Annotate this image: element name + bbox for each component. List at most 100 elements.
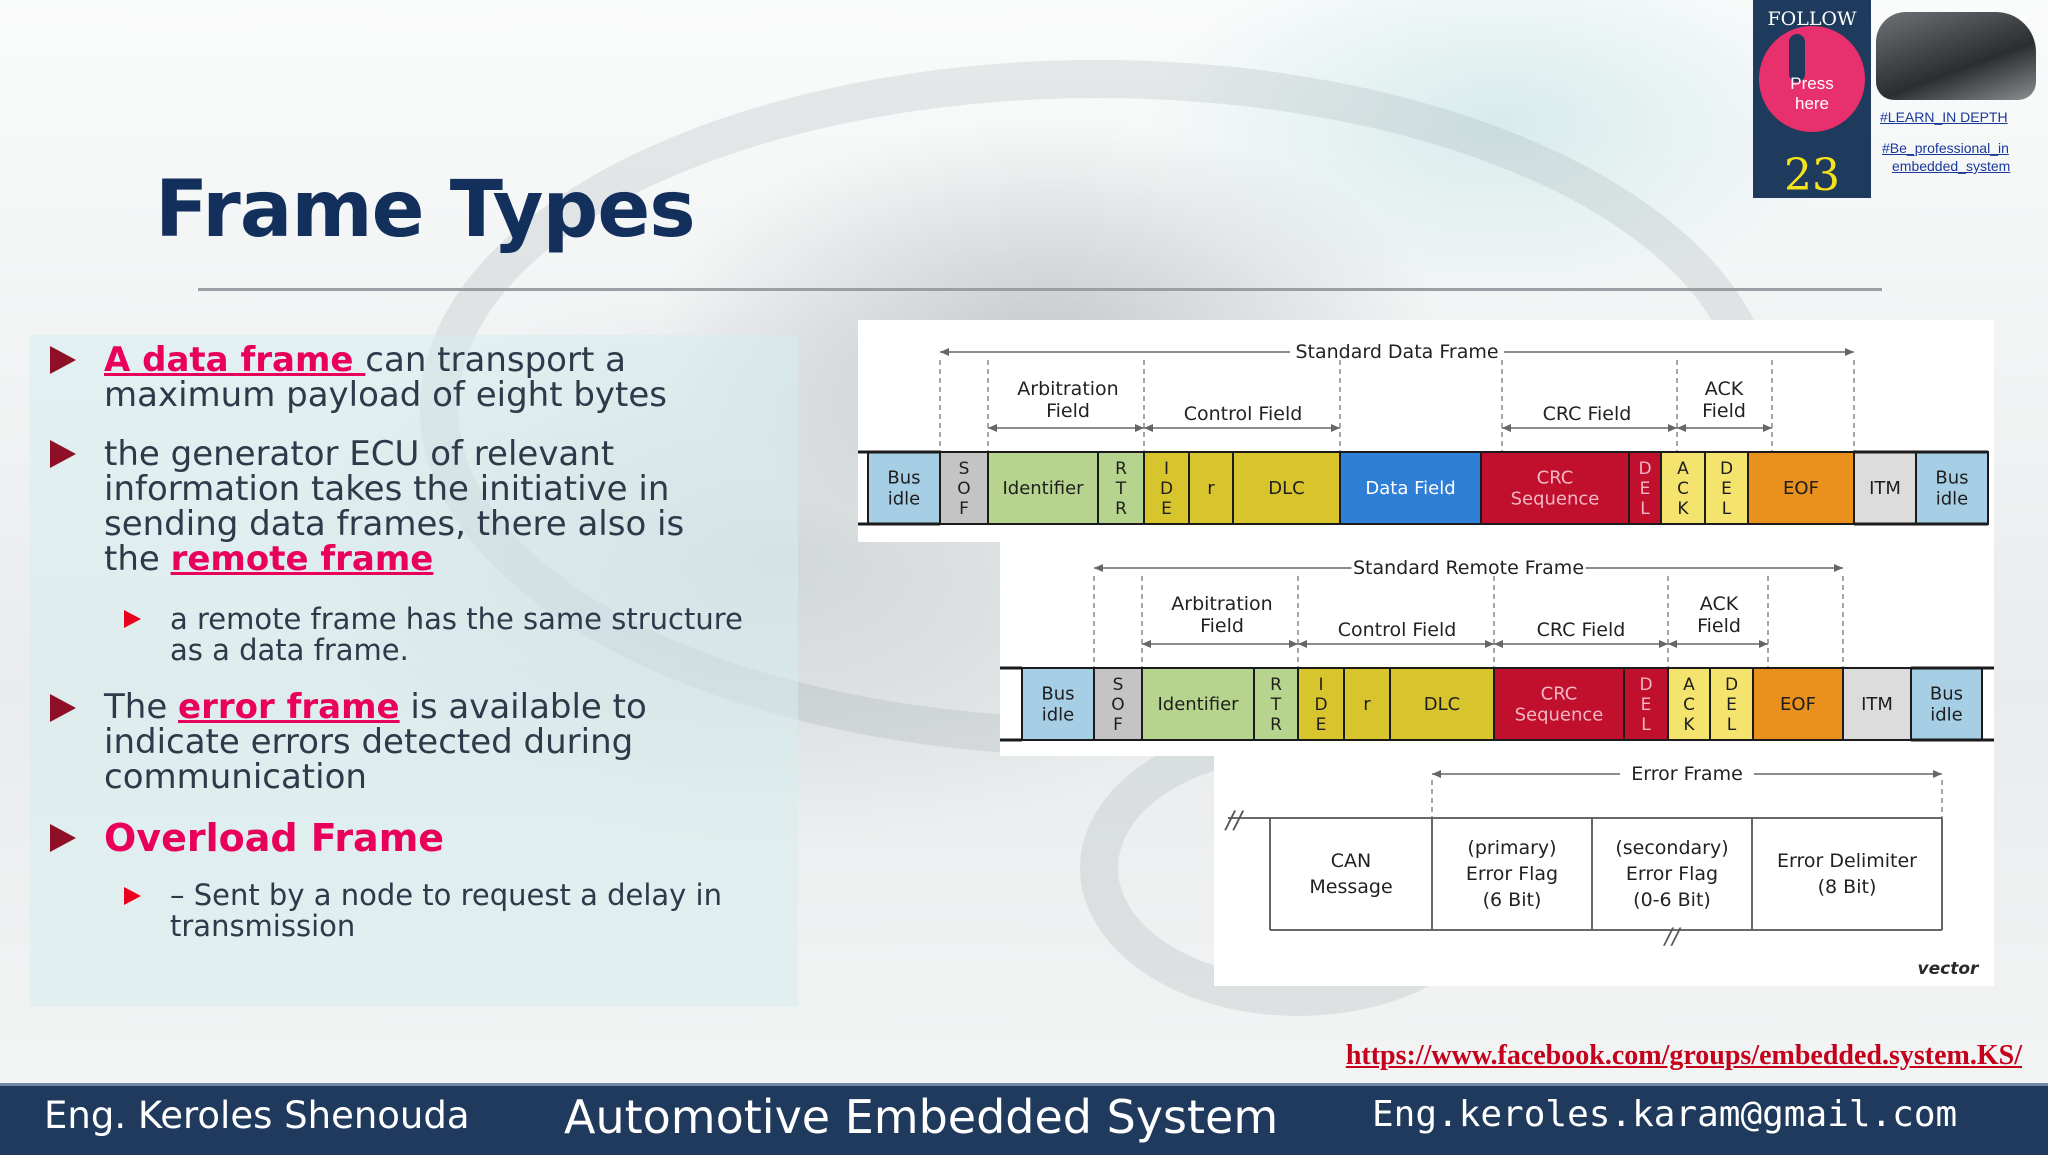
press-text: Press (1790, 74, 1834, 93)
remote-cell-4-label: I (1318, 675, 1323, 695)
data-cell-5-label: r (1207, 478, 1215, 499)
data-ack-span-arrow-right (1763, 424, 1772, 432)
data-cell-2 (987, 451, 1099, 525)
data-cell-11-label: D (1720, 459, 1733, 479)
error-cell-1-label: (primary) (1467, 837, 1556, 859)
footer-email[interactable]: Eng.keroles.karam@gmail.com (1372, 1094, 1958, 1135)
data-cell-8 (1480, 451, 1630, 525)
data-frame-span-label: Standard Data Frame (1295, 341, 1498, 363)
remote-crc-span-arrow-left (1494, 640, 1503, 648)
remote-arbitration-label-line1: Arbitration (1171, 593, 1272, 615)
data-cell-11 (1704, 451, 1749, 525)
press-here-button[interactable]: Press here (1759, 26, 1865, 132)
remote-frame-span-arrow-left (1094, 564, 1103, 572)
data-cell-4 (1143, 451, 1190, 525)
error-cell-0-label: Message (1309, 876, 1392, 898)
data-cell-9-label: L (1640, 499, 1650, 519)
remote-cell-9-label: C (1683, 695, 1695, 715)
remote-cell-0-label: idle (1042, 705, 1075, 726)
footer-bar: Eng. Keroles Shenouda Automotive Embedde… (0, 1083, 2048, 1155)
sub-bullet-arrow-icon (124, 887, 141, 905)
remote-cell-4-label: D (1314, 695, 1327, 715)
remote-control-span-arrow-left (1298, 640, 1307, 648)
sub-bullet-overload-line2: transmission (170, 909, 356, 943)
footer-author: Eng. Keroles Shenouda (44, 1094, 470, 1137)
data-cell-10-label: A (1677, 459, 1689, 479)
hashtag-learn-in-depth[interactable]: #LEARN_IN DEPTH (1880, 109, 2008, 125)
remote-cell-10-label: D (1725, 675, 1738, 695)
sub-bullet-overload-line1: – Sent by a node to request a delay in (170, 878, 722, 912)
bullet-ecu-line3: sending data frames, there also is (104, 504, 685, 544)
here-text: here (1794, 94, 1830, 113)
hashtag-embedded-system[interactable]: embedded_system (1892, 158, 2011, 174)
data-ack-label-line2: Field (1702, 400, 1746, 422)
remote-cell-10 (1709, 667, 1754, 741)
bullet-error-line2: indicate errors detected during (104, 722, 634, 762)
remote-cell-0 (1021, 667, 1095, 741)
bullet-overload-frame: Overload Frame (104, 818, 444, 858)
data-arbitration-label-line2: Field (1046, 400, 1090, 422)
remote-arbitration-label-line2: Field (1200, 615, 1244, 637)
data-crc-field-label: CRC Field (1543, 403, 1632, 425)
facebook-group-link[interactable]: https://www.facebook.com/groups/embedded… (1345, 1040, 2022, 1071)
error-cell-3-label: (8 Bit) (1818, 876, 1877, 898)
remote-cell-13-label: Bus (1930, 684, 1963, 705)
remote-arbitration-span-arrow-left (1142, 640, 1151, 648)
follow-us-badge[interactable]: FOLLOW US Press here 23 (1753, 0, 1871, 201)
data-cell-4-label: E (1161, 499, 1172, 519)
data-cell-10 (1660, 451, 1706, 525)
data-cell-7-label: Data Field (1365, 478, 1455, 499)
bullet-error-pre: The (104, 687, 179, 727)
error-frame-span-label: Error Frame (1631, 763, 1743, 785)
data-cell-0-label: Bus (887, 468, 920, 489)
remote-cell-3-label: R (1270, 715, 1282, 735)
error-frame-span-label-bg (1620, 762, 1754, 786)
remote-cell-1-label: F (1113, 715, 1123, 735)
remote-cell-3 (1253, 667, 1299, 741)
remote-ack-span-arrow-left (1668, 640, 1677, 648)
remote-cell-9-label: A (1683, 675, 1695, 695)
follow-counter: 23 (1784, 150, 1840, 201)
remote-control-field-label: Control Field (1338, 619, 1457, 641)
remote-control-span-arrow-right (1485, 640, 1494, 648)
remote-cell-11 (1752, 667, 1844, 741)
data-cell-3-label: T (1115, 479, 1127, 499)
data-cell-0-label: idle (888, 489, 921, 510)
data-cell-8-label: CRC (1537, 468, 1574, 489)
data-cell-3-label: R (1115, 499, 1127, 519)
remote-cell-8-label: D (1639, 675, 1652, 695)
hashtag-be-professional[interactable]: #Be_professional_in (1882, 140, 2009, 156)
sub-bullet-remote-line1: a remote frame has the same structure (170, 602, 743, 636)
slide-title: Frame Types (155, 165, 696, 255)
remote-cell-7 (1493, 667, 1625, 741)
error-frame-span-arrow-right (1933, 770, 1942, 778)
title-divider (198, 288, 1882, 291)
data-ack-span-arrow-left (1677, 424, 1686, 432)
remote-frame-span-arrow-right (1834, 564, 1843, 572)
bullet-error-frame: The error frame is available to indicate… (104, 690, 647, 795)
remote-cell-3-label: T (1270, 695, 1282, 715)
data-cell-11-label: E (1721, 479, 1732, 499)
remote-cell-1-label: O (1111, 695, 1124, 715)
remote-cell-10-label: E (1726, 695, 1737, 715)
data-cell-3-label: R (1115, 459, 1127, 479)
remote-cell-1-label: S (1113, 675, 1124, 695)
data-cell-4-label: D (1160, 479, 1173, 499)
data-frame-term: A data frame (104, 340, 366, 380)
data-control-span-arrow-right (1331, 424, 1340, 432)
error-cell-2-label: (0-6 Bit) (1633, 889, 1711, 911)
remote-cell-4 (1297, 667, 1345, 741)
remote-ack-span-arrow-right (1759, 640, 1768, 648)
data-cell-1-label: S (959, 459, 970, 479)
remote-ack-label-line1: ACK (1700, 593, 1739, 615)
data-cell-14-label: idle (1936, 489, 1969, 510)
pointing-hand-icon (1789, 34, 1805, 82)
data-frame-span-arrow-right (1845, 348, 1854, 356)
remote-cell-6 (1389, 667, 1495, 741)
error-overlap-mark: // (1663, 925, 1682, 950)
remote-cell-3-label: R (1270, 675, 1282, 695)
remote-cell-2-label: Identifier (1157, 694, 1239, 715)
